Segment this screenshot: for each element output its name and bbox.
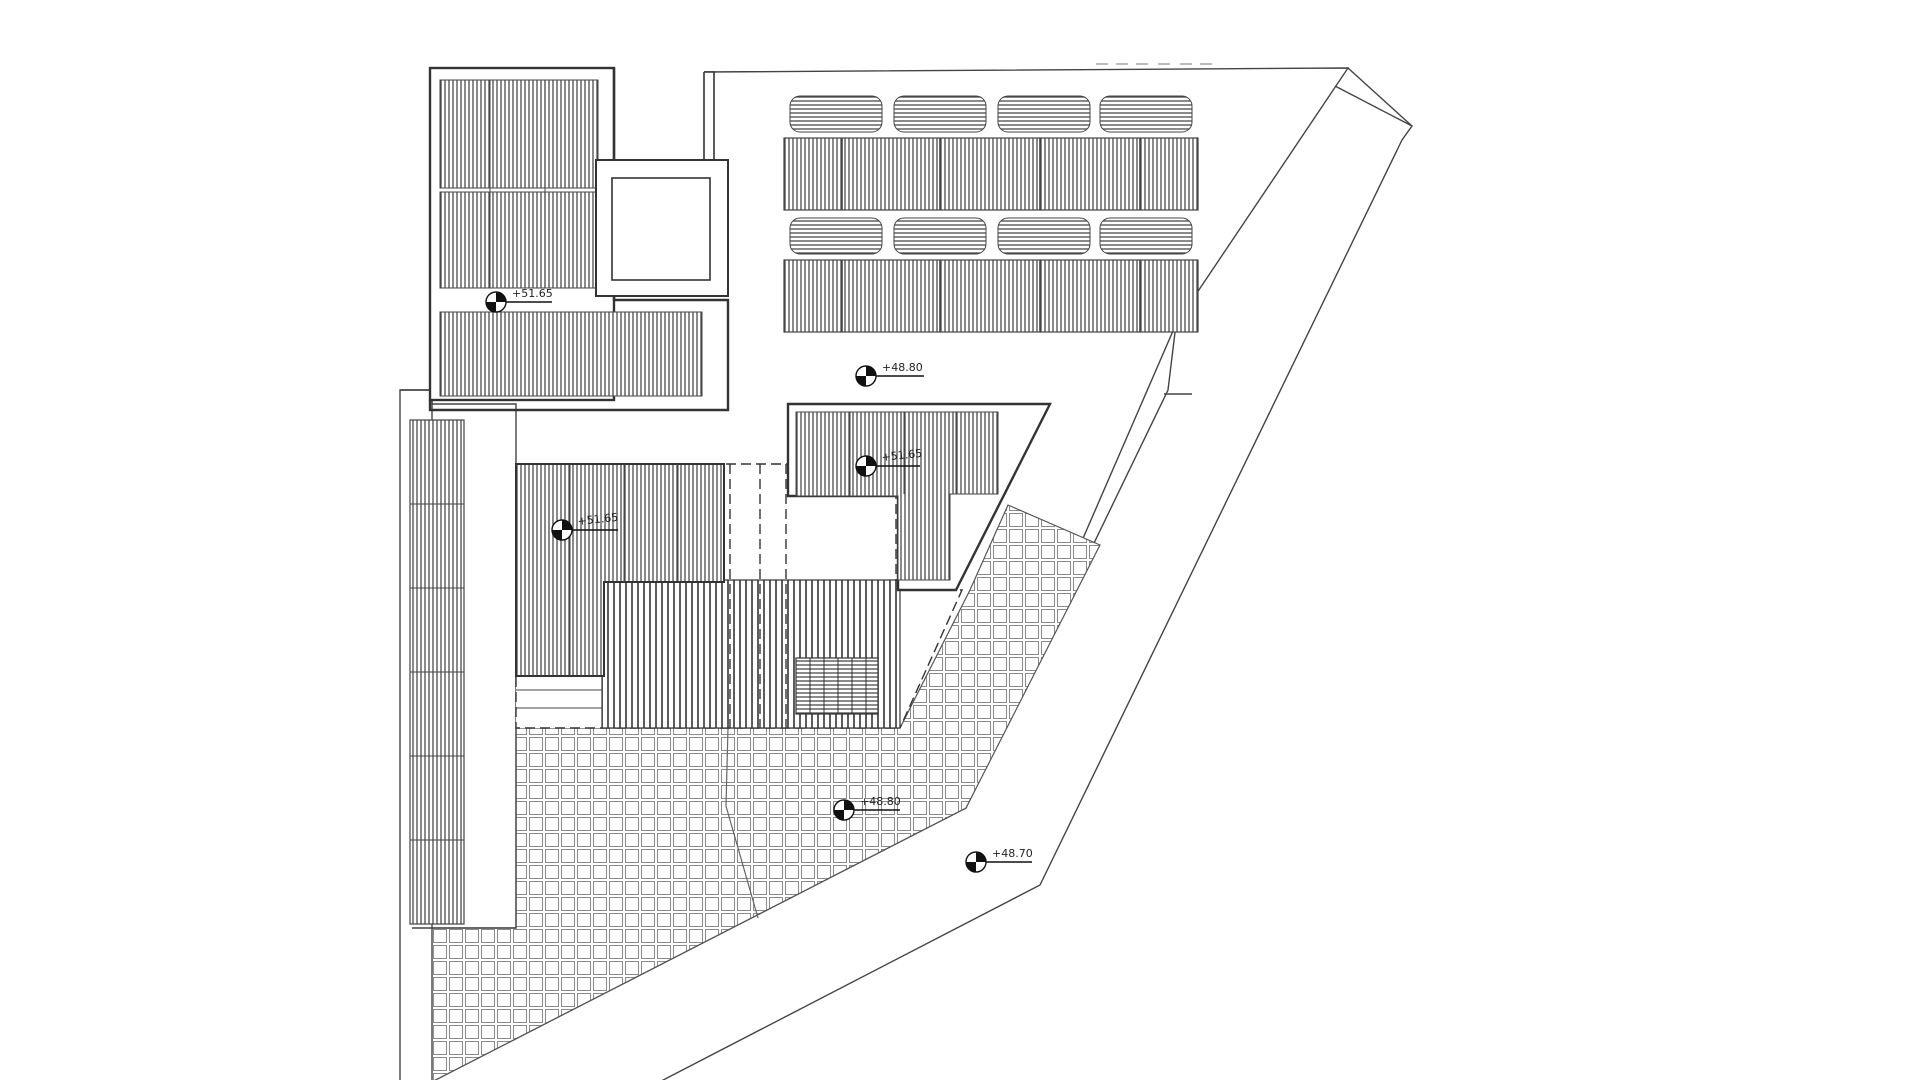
central-roof-north [786, 402, 1052, 592]
level-label-roof-c: +51.65 [577, 511, 619, 528]
level-mark-terrace: +48.80 [833, 795, 901, 821]
pv-array-row-2 [783, 217, 1199, 333]
level-mark-roof-c: +51.65 [551, 511, 619, 541]
central-roof-west [515, 463, 725, 677]
north-west-roof-block [428, 66, 730, 412]
level-label-terrace: +48.80 [860, 795, 901, 808]
level-label-roof-a: +51.65 [512, 287, 553, 300]
level-label-site-north: +48.80 [882, 361, 923, 374]
level-mark-roof-a: +51.65 [485, 287, 553, 313]
level-label-street: +48.70 [992, 847, 1033, 860]
level-mark-roof-b: +51.65 [855, 447, 923, 477]
level-mark-street: +48.70 [965, 847, 1033, 873]
level-mark-site-north: +48.80 [855, 361, 924, 387]
west-wing-roof [399, 389, 517, 1080]
stair-block [795, 657, 879, 715]
level-label-roof-b: +51.65 [881, 447, 923, 464]
pv-array-row-1 [783, 95, 1199, 211]
